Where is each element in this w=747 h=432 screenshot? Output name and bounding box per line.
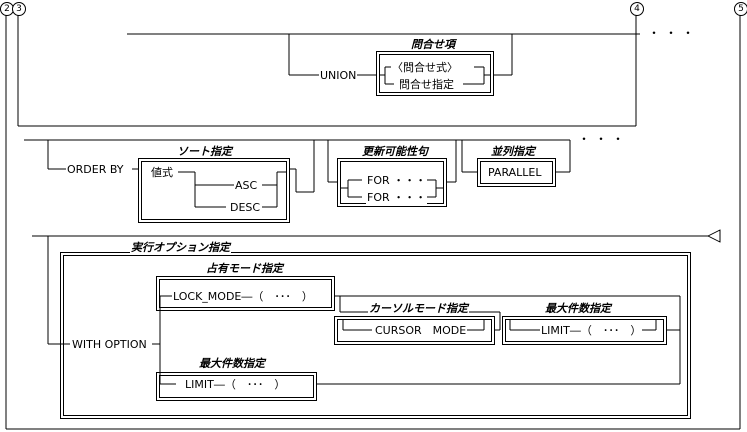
marker-3: 3	[12, 2, 26, 16]
sort-header: ソート指定	[176, 145, 233, 158]
parallel-header: 並列指定	[490, 145, 536, 158]
limit-clause-1: LIMIT―（ ･･･ ）	[540, 324, 643, 337]
max-count-header-1: 最大件数指定	[544, 302, 612, 315]
desc-keyword: DESC	[229, 201, 262, 214]
updatable-header: 更新可能性句	[361, 145, 429, 158]
for-option-1: FOR ・・・	[366, 174, 428, 187]
asc-keyword: ASC	[234, 179, 259, 192]
for-option-2: FOR ・・・	[366, 191, 428, 204]
lock-mode-header: 占有モード指定	[205, 262, 284, 275]
query-specification-option: 問合せ指定	[398, 78, 455, 91]
value-expression: 値式	[150, 166, 174, 179]
cursor-mode-header: カーソルモード指定	[368, 302, 469, 315]
union-keyword: UNION	[319, 69, 358, 82]
lock-mode-clause: LOCK_MODE―（ ･･･ ）	[172, 290, 314, 303]
exec-option-header: 実行オプション指定	[130, 241, 231, 254]
limit-clause-2: LIMIT―（ ･･･ ）	[184, 378, 287, 391]
marker-4: 4	[630, 2, 644, 16]
continuation-dots-1: ・・・	[648, 26, 700, 40]
continuation-dots-2: ・・・	[578, 132, 630, 146]
query-item-header: 問合せ項	[410, 38, 456, 51]
cursor-mode-clause: CURSOR MODE	[374, 324, 468, 337]
marker-5: 5	[734, 2, 747, 16]
with-option-keyword: WITH OPTION	[71, 338, 148, 351]
parallel-keyword: PARALLEL	[487, 166, 543, 179]
order-by-keyword: ORDER BY	[66, 163, 125, 176]
max-count-header-2: 最大件数指定	[198, 357, 266, 370]
query-expression-option: 〈問合せ式〉	[391, 61, 459, 74]
